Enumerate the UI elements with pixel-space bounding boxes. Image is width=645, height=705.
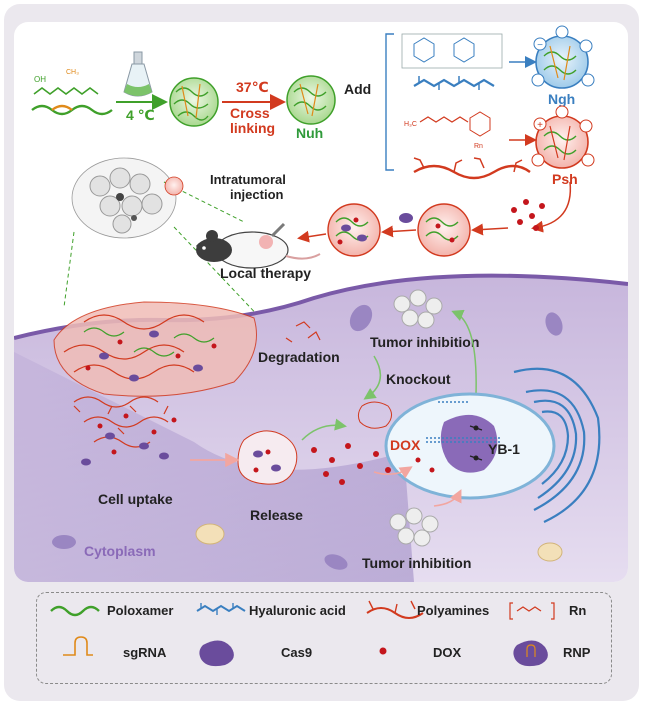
legend-label: Polyamines bbox=[417, 603, 489, 618]
vesicle-icons bbox=[195, 523, 563, 562]
arrow-to-mouse bbox=[297, 230, 327, 243]
rnp-loading-icon bbox=[399, 213, 413, 223]
temp-warm-label: 37℃ bbox=[236, 79, 269, 95]
flask-icon bbox=[123, 51, 153, 97]
injection-label-2: injection bbox=[230, 187, 284, 202]
yb1-label: YB-1 bbox=[488, 441, 520, 457]
final-hydrogel bbox=[327, 203, 381, 257]
injection-label-1: Intratumoral bbox=[210, 172, 286, 187]
arrow-loading bbox=[471, 223, 509, 236]
add-label: Add bbox=[344, 81, 371, 97]
dead-cells-top bbox=[393, 289, 443, 329]
release-cluster bbox=[237, 430, 298, 485]
dox-cluster-top bbox=[511, 199, 545, 231]
drug-loaded-gel bbox=[417, 203, 471, 257]
arrow-inhibition-top bbox=[451, 309, 477, 395]
crosslink-label-2: linking bbox=[230, 120, 275, 136]
micelle-network bbox=[169, 77, 219, 127]
arrow-to-nucleus bbox=[373, 466, 413, 479]
nucleus bbox=[384, 392, 556, 500]
local-therapy-label: Local therapy bbox=[220, 265, 311, 281]
legend-item-sgrna: sgRNA bbox=[63, 636, 167, 660]
polyamine-branch-icon bbox=[368, 600, 416, 614]
legend-item-rnp: RNP bbox=[513, 640, 591, 667]
svg-text:CH₃: CH₃ bbox=[66, 69, 79, 76]
legend-label: Rn bbox=[569, 603, 586, 618]
legend-item-cas9: Cas9 bbox=[199, 640, 312, 667]
schematic-svg: OH CH₃ 4 ℃ 37℃ Cross linking Nuh Add bbox=[14, 25, 628, 582]
dox-in-cell bbox=[97, 413, 177, 455]
psh-charge: + bbox=[537, 120, 543, 131]
hyaluronic-chain-icon bbox=[196, 604, 246, 613]
small-gel-icon bbox=[164, 176, 184, 196]
sgrna-icon bbox=[63, 636, 93, 656]
dox-label: DOX bbox=[390, 437, 421, 453]
crosslink-label-1: Cross bbox=[230, 105, 270, 121]
tumor-inhibition-top-label: Tumor inhibition bbox=[370, 334, 479, 350]
poloxamer-chain-icon bbox=[50, 605, 100, 617]
degradation-label: Degradation bbox=[258, 349, 340, 365]
dox-dot-icon bbox=[379, 647, 387, 655]
add-bracket bbox=[385, 33, 394, 171]
tumor-cells-cluster bbox=[71, 157, 177, 239]
nuh-hydrogel bbox=[286, 75, 336, 125]
arrow-final-gel bbox=[381, 225, 417, 238]
svg-text:Rn: Rn bbox=[474, 143, 483, 150]
arrow-degradation bbox=[363, 355, 382, 400]
legend-label: RNP bbox=[563, 645, 591, 660]
tumor-inhibition-bottom-label: Tumor inhibition bbox=[362, 555, 471, 571]
psh-hydrogel bbox=[531, 105, 595, 169]
legend-label: Poloxamer bbox=[107, 603, 173, 618]
released-dox bbox=[311, 443, 391, 485]
schematic-panel: OH CH₃ 4 ℃ 37℃ Cross linking Nuh Add bbox=[14, 22, 628, 582]
ngh-label: Ngh bbox=[548, 91, 575, 107]
legend-item-dox: DOX bbox=[379, 645, 462, 660]
hyaluronic-branch-icon bbox=[200, 603, 234, 615]
polyamine-structure: H₃C Rn bbox=[404, 111, 531, 180]
mouse-illustration bbox=[196, 230, 321, 269]
rnp-complex-icon bbox=[513, 640, 548, 667]
arrow-psh-loading bbox=[531, 181, 572, 233]
degraded-polymer bbox=[285, 321, 321, 343]
rn-structure-icon bbox=[509, 602, 555, 620]
cell-uptake-label: Cell uptake bbox=[98, 491, 173, 507]
knockout-label: Knockout bbox=[386, 371, 451, 387]
legend-item-poloxamer: Poloxamer bbox=[50, 603, 173, 618]
svg-text:OH: OH bbox=[34, 75, 46, 84]
poloxamer-structure: OH CH₃ bbox=[31, 69, 113, 116]
gel-mass bbox=[53, 301, 257, 397]
rnp-in-cell bbox=[81, 432, 169, 466]
ngh-charge: − bbox=[537, 40, 543, 51]
cytoplasm-label: Cytoplasm bbox=[84, 543, 156, 559]
rnp-sgrna-icon bbox=[526, 644, 536, 657]
degrading-gel bbox=[357, 401, 392, 429]
temp-cold-label: 4 ℃ bbox=[126, 107, 155, 123]
dead-cells-bottom bbox=[389, 507, 439, 547]
legend-item-polyamine: Polyamines bbox=[366, 600, 489, 619]
cas9-protein-icon bbox=[199, 640, 234, 667]
nuh-label: Nuh bbox=[296, 125, 323, 141]
legend-item-rn: Rn bbox=[509, 602, 586, 620]
cell-shading bbox=[14, 352, 414, 582]
legend-svg: Poloxamer Hyaluronic acid Polyamines Rn … bbox=[50, 600, 591, 667]
release-label: Release bbox=[250, 507, 303, 523]
legend-item-hyaluronic: Hyaluronic acid bbox=[196, 603, 346, 618]
legend-label: DOX bbox=[433, 645, 462, 660]
legend-label: Hyaluronic acid bbox=[249, 603, 346, 618]
endoplasmic-reticulum bbox=[513, 367, 601, 523]
syringe-icon bbox=[270, 222, 286, 238]
legend-box: Poloxamer Hyaluronic acid Polyamines Rn … bbox=[36, 592, 612, 684]
arrow-inhibition-bottom bbox=[433, 489, 462, 507]
psh-label: Psh bbox=[552, 171, 578, 187]
arrow-release-to-dox bbox=[301, 418, 347, 441]
legend-label: sgRNA bbox=[123, 645, 167, 660]
mitochondrion-icon bbox=[52, 304, 563, 570]
legend-label: Cas9 bbox=[281, 645, 312, 660]
ngh-hydrogel bbox=[531, 25, 595, 89]
hyaluronic-structure bbox=[401, 33, 503, 90]
svg-text:H₃C: H₃C bbox=[404, 121, 417, 128]
